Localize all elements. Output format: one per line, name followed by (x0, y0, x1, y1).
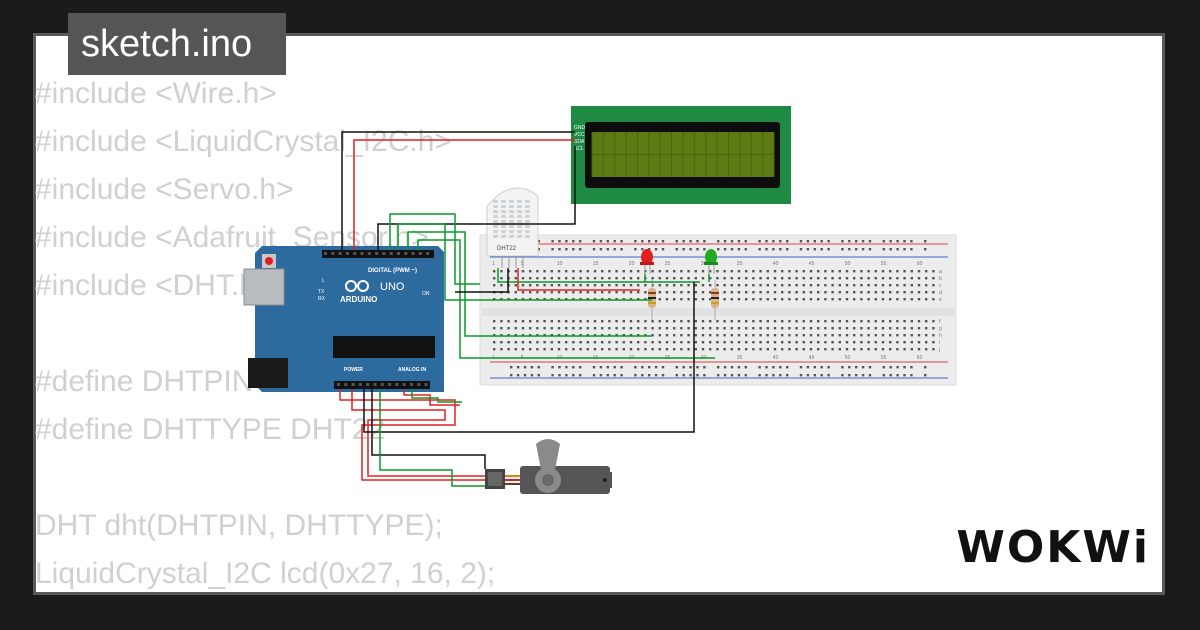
led-green (704, 249, 718, 274)
l-label: L (322, 278, 325, 284)
breadboard-column-number: 40 (773, 261, 779, 267)
breadboard-column-number: 25 (665, 261, 671, 267)
brand-label: ARDUINO (340, 295, 377, 304)
code-line: #define DHTTYPE DHT22 (35, 413, 386, 446)
breadboard-row-letter: a (939, 269, 942, 275)
sketch-title: sketch.ino (68, 13, 286, 75)
power-label: POWER (344, 367, 363, 373)
breadboard-column-number: 50 (845, 355, 851, 361)
code-line: DHT dht(DHTPIN, DHTTYPE); (35, 509, 443, 542)
breadboard-column-number: 50 (845, 261, 851, 267)
arduino-logo-mark (345, 280, 369, 292)
lcd-pin-label: SCL (574, 146, 584, 152)
breadboard-row-letter: g (939, 326, 942, 332)
breadboard: 1155101015152020252530303535404045455050… (479, 234, 957, 386)
breadboard-row-letter: b (939, 276, 942, 282)
breadboard-column-number: 15 (593, 261, 599, 267)
rx-label: RX (318, 296, 326, 302)
breadboard-column-number: 35 (737, 355, 743, 361)
breadboard-column-number: 45 (809, 261, 815, 267)
on-label: ON (422, 291, 430, 297)
tx-label: TX (318, 289, 325, 295)
breadboard-column-number: 5 (521, 261, 524, 267)
breadboard-row-letter: e (939, 297, 942, 303)
breadboard-column-number: 55 (881, 261, 887, 267)
code-preview: #include <Wire.h> #include <LiquidCrystal… (35, 70, 495, 598)
breadboard-column-number: 20 (629, 261, 635, 267)
breadboard-column-number: 35 (737, 261, 743, 267)
servo-motor (485, 439, 612, 494)
analog-label: ANALOG IN (398, 367, 426, 373)
breadboard-row-letter: c (939, 283, 942, 289)
breadboard-row-letter: i (939, 340, 940, 346)
arduino-uno: DIGITAL (PWM ~) UNO ARDUINO ON L TX RX P… (243, 246, 444, 392)
wokwi-logo: WOKWi (956, 522, 1150, 573)
dht22-sensor: DHT22 (486, 187, 539, 268)
code-line: #include <Servo.h> (35, 173, 294, 206)
resistor-2 (711, 280, 719, 320)
breadboard-row-letter: h (939, 333, 942, 339)
model-label: UNO (380, 281, 405, 293)
code-line: #include <Wire.h> (35, 77, 277, 110)
lcd-pin-label: SDA (574, 139, 585, 145)
breadboard-column-number: 40 (773, 355, 779, 361)
breadboard-column-number: 1 (492, 261, 495, 267)
code-line: LiquidCrystal_I2C lcd(0x27, 16, 2); (35, 557, 496, 590)
breadboard-column-number: 30 (701, 261, 707, 267)
breadboard-column-number: 10 (557, 261, 563, 267)
breadboard-column-number: 45 (809, 355, 815, 361)
lcd-pin-label: GND (574, 125, 586, 131)
reset-button (265, 257, 273, 265)
breadboard-column-number: 60 (917, 355, 923, 361)
lcd-pin-label: VCC (574, 132, 585, 138)
dht22-label: DHT22 (497, 246, 517, 252)
digital-label: DIGITAL (PWM ~) (368, 268, 417, 274)
breadboard-row-letter: f (939, 319, 941, 325)
breadboard-column-number: 60 (917, 261, 923, 267)
breadboard-row-letter: j (938, 347, 940, 353)
breadboard-row-letter: d (939, 290, 942, 296)
wires (339, 131, 715, 487)
led-red (640, 249, 654, 274)
code-line: #include <LiquidCrystal_I2C.h> (35, 125, 452, 158)
breadboard-column-number: 55 (881, 355, 887, 361)
